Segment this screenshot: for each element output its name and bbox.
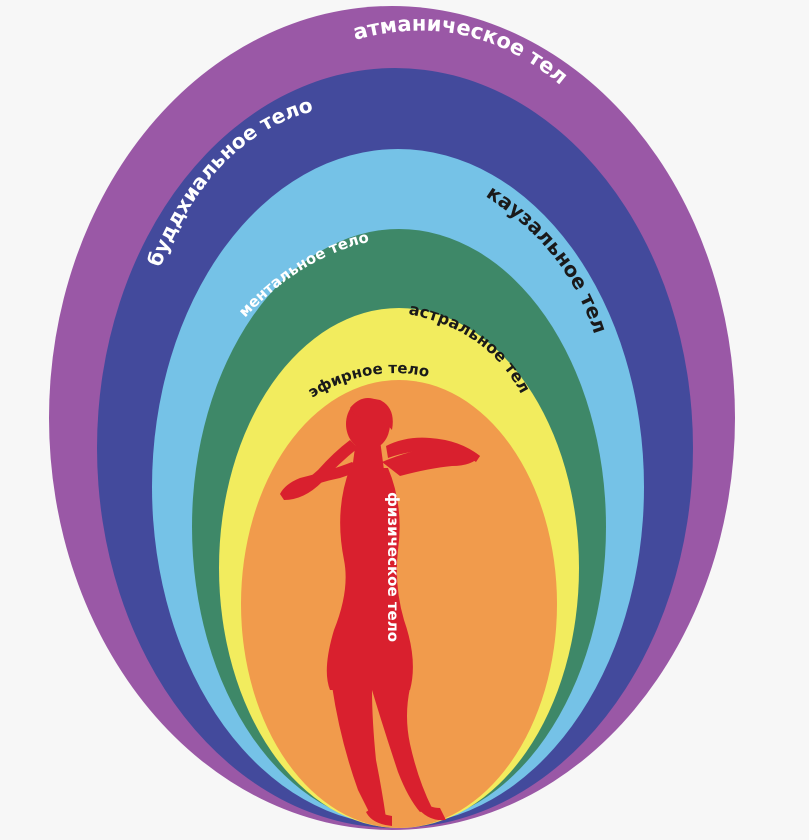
human-silhouette-icon — [280, 398, 480, 826]
label-physical: физическое тело — [384, 492, 402, 642]
